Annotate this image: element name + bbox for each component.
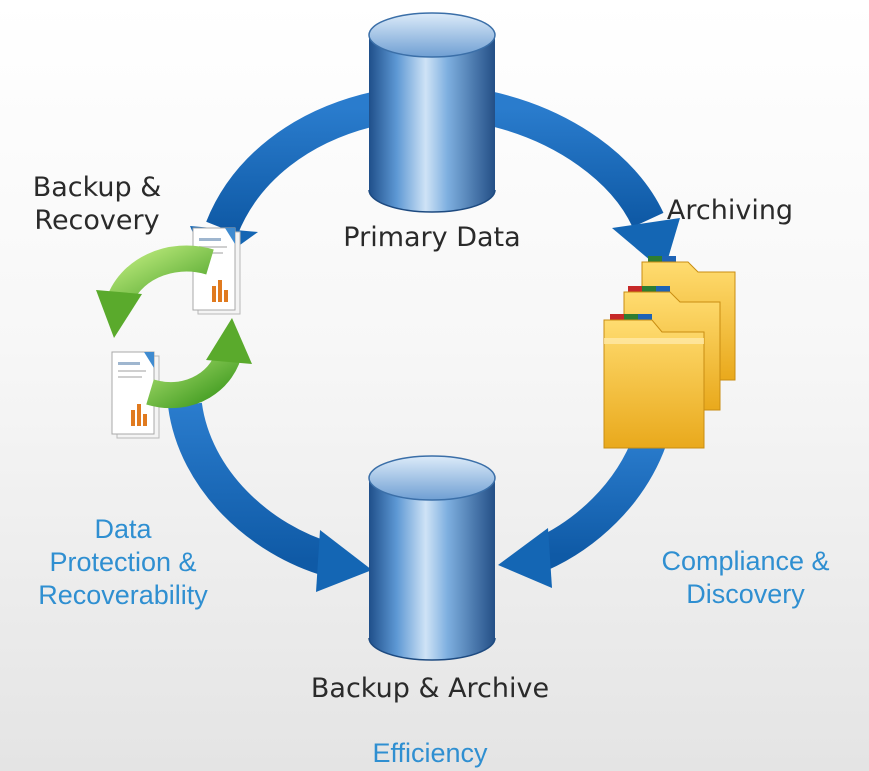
arrow-bottom-right — [498, 433, 666, 588]
label-backup-archive: Backup & Archive — [310, 673, 550, 704]
label-primary-data: Primary Data — [343, 222, 521, 253]
label-backup-recovery: Backup & Recovery — [32, 172, 162, 236]
label-efficiency: Efficiency — [372, 738, 488, 768]
folder-stack-icon — [603, 256, 736, 449]
arrow-bottom-left — [168, 402, 372, 592]
label-data-protection: Data Protection & Recoverability — [38, 514, 208, 610]
database-cylinder-icon — [368, 12, 496, 213]
label-archiving: Archiving — [666, 195, 794, 226]
label-compliance: Compliance & Discovery — [661, 546, 830, 609]
recycle-arrows-icon — [96, 245, 252, 409]
database-cylinder-icon — [368, 455, 496, 661]
